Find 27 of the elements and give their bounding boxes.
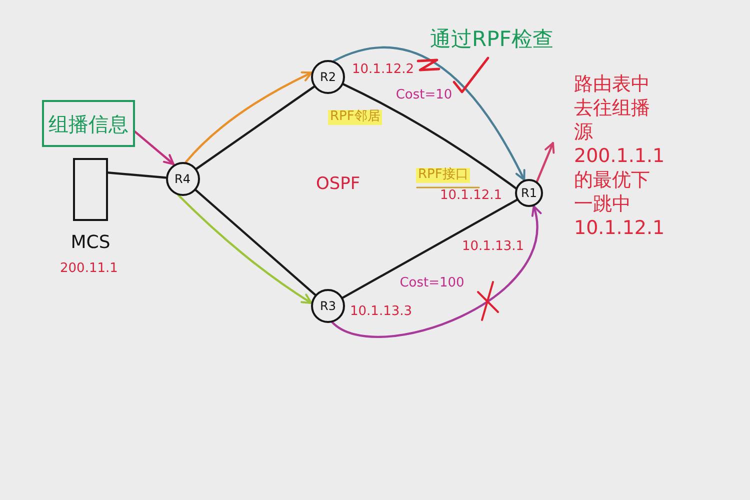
ip-label: 10.1.12.1 [440, 189, 502, 204]
ip-label: 10.1.12.2 [352, 63, 414, 78]
highlighted-label: RPF接口 [416, 168, 470, 183]
ip-label: 200.11.1 [60, 262, 118, 277]
arrow [177, 194, 312, 304]
connection-line [194, 188, 316, 296]
arrow [332, 46, 526, 181]
connection-line [342, 83, 517, 190]
router-circle: R1 [515, 179, 543, 207]
note-text: 路由表中去往组播源200.1.1.1的最优下一跳中10.1.12.1 [574, 72, 666, 240]
arrow [536, 142, 555, 183]
arrow [134, 130, 175, 166]
text-box: 组播信息 [42, 100, 135, 147]
ip-label: 10.1.13.1 [462, 240, 524, 255]
connection-line [195, 86, 316, 170]
router-circle: R2 [311, 60, 345, 94]
arrow [331, 205, 540, 338]
router-circle: R4 [166, 162, 200, 196]
arrow [184, 72, 313, 163]
highlighted-label: RPF邻居 [328, 110, 382, 125]
protocol-label: OSPF [316, 175, 360, 195]
annotation-text: 通过RPF检查 [430, 27, 554, 52]
ip-label: 10.1.13.3 [350, 305, 412, 320]
server-label: MCS [70, 233, 110, 254]
router-circle: R3 [311, 289, 345, 323]
connection-line [106, 172, 167, 179]
connection-line [342, 198, 518, 299]
